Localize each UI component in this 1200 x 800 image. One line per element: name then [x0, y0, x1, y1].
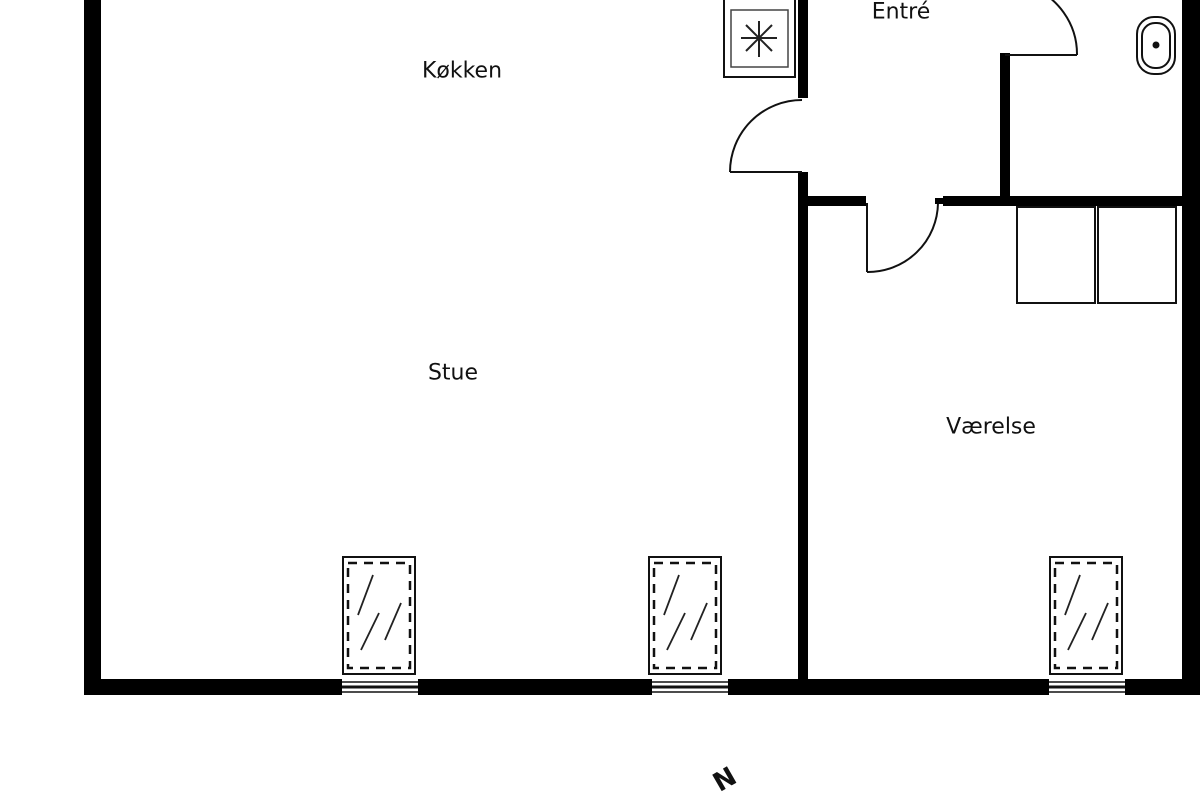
wall-right: [1182, 0, 1200, 695]
door-bedroom[interactable]: [866, 198, 943, 274]
wardrobe: [1016, 206, 1096, 304]
door-kitchen[interactable]: [729, 99, 803, 173]
wall-entry-bedroom-left: [808, 196, 866, 206]
room-label-living: Stue: [427, 360, 479, 386]
room-label-bedroom: Værelse: [946, 414, 1036, 440]
window: [1049, 556, 1125, 695]
wall-middle-upper: [798, 0, 808, 98]
wardrobe: [1097, 206, 1177, 304]
wall-entry-bedroom-right: [943, 196, 1183, 206]
wall-bathroom: [1000, 53, 1010, 198]
wall-middle-lower: [798, 172, 808, 684]
room-label-kitchen: Køkken: [421, 58, 503, 84]
window: [342, 556, 418, 695]
wall-left: [84, 0, 101, 695]
sink-icon: [1136, 16, 1176, 75]
wall-bottom: [84, 679, 1200, 695]
window: [648, 556, 728, 695]
door-bathroom[interactable]: [1005, 0, 1079, 56]
stove-icon: [723, 0, 796, 78]
room-label-entry: Entré: [871, 0, 931, 25]
